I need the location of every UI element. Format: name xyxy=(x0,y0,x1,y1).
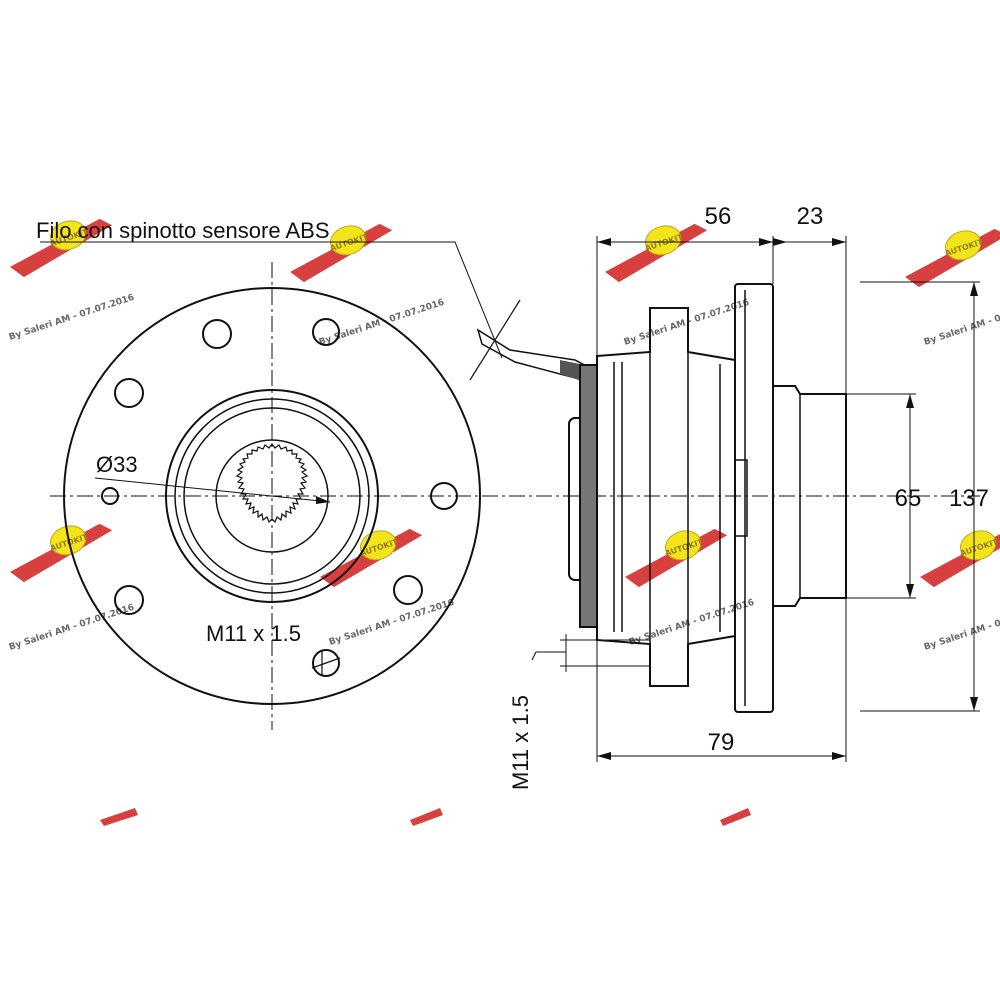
dim-arrow xyxy=(906,584,914,598)
dim-56-label: 56 xyxy=(705,203,732,230)
watermark-wing xyxy=(100,808,138,826)
abs-encoder-ring xyxy=(579,364,598,628)
stud-hole xyxy=(393,575,423,605)
front-thread-label: M11 x 1.5 xyxy=(206,621,301,646)
thread-indicator xyxy=(311,657,341,669)
bore-diameter-label: Ø33 xyxy=(96,452,138,477)
dim-23-label: 23 xyxy=(797,203,824,230)
dim-arrow xyxy=(970,697,978,711)
watermark-logo: AUTOKIT xyxy=(10,523,113,583)
dim-arrow xyxy=(597,752,611,760)
watermark-logo: AUTOKIT xyxy=(10,218,113,278)
diameter-arrow xyxy=(316,496,330,504)
stud-hole xyxy=(114,585,144,615)
dim-arrow xyxy=(759,238,773,246)
watermark-logo: AUTOKIT xyxy=(290,223,393,283)
abs-wire-label: Filo con spinotto sensore ABS xyxy=(36,218,330,243)
dimensions: 56 23 79 65 137 M11 x 1.5 xyxy=(508,203,989,790)
dim-arrow xyxy=(832,752,846,760)
watermark-text: By Saleri AM - 07.07.2016 xyxy=(8,603,136,653)
front-view: Ø33 M11 x 1.5 xyxy=(50,262,980,730)
dim-65-label: 65 xyxy=(895,485,922,512)
abs-leader-line xyxy=(40,241,503,359)
stud-hole xyxy=(312,649,340,677)
watermark-text: By Saleri AM - 07.07.2016 xyxy=(923,298,1000,348)
watermark-wing xyxy=(410,808,443,826)
stud-hole xyxy=(312,318,340,346)
watermark-text: By Saleri AM - 07.07.2016 xyxy=(623,298,751,348)
watermark-text: By Saleri AM - 07.07.2016 xyxy=(8,293,136,343)
stud-hole xyxy=(202,319,232,349)
watermark-logo: AUTOKIT xyxy=(320,528,423,588)
dim-79-label: 79 xyxy=(708,729,735,756)
diameter-leader xyxy=(94,477,331,503)
watermark-wing xyxy=(720,808,751,826)
dim-arrow xyxy=(906,394,914,408)
dim-arrow xyxy=(773,238,787,246)
dim-arrow xyxy=(970,282,978,296)
abs-sensor-connector xyxy=(469,299,592,382)
dim-arrow xyxy=(832,238,846,246)
stud-hole xyxy=(114,378,144,408)
watermark-logo: AUTOKIT xyxy=(905,228,1000,288)
hub-shoulder xyxy=(734,459,748,537)
hub-flange xyxy=(734,283,774,713)
thread-leader xyxy=(531,651,566,661)
watermark-text: By Saleri AM - 07.07.2016 xyxy=(923,603,1000,653)
watermark-logo: AUTOKIT xyxy=(605,223,708,283)
dim-137-label: 137 xyxy=(949,485,989,512)
hub-pilot xyxy=(773,385,847,607)
side-thread-label: M11 x 1.5 xyxy=(508,695,533,790)
watermark-logo: AUTOKIT xyxy=(920,528,1000,588)
watermark-logo: AUTOKIT xyxy=(625,528,728,588)
dim-arrow xyxy=(597,238,611,246)
watermark-group: AUTOKIT AUTOKIT AUTOKIT AUTOKIT AUTOKIT … xyxy=(8,218,1000,826)
side-view xyxy=(568,283,847,713)
